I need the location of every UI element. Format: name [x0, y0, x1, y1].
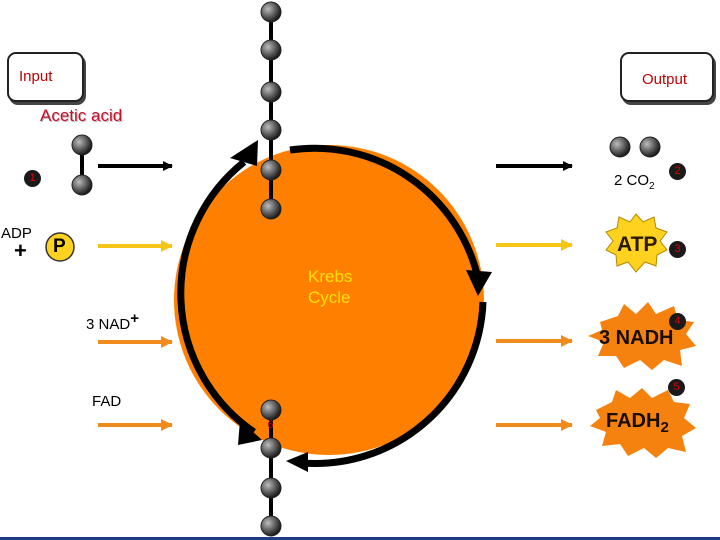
fadh2-subscript: 2 — [660, 419, 668, 436]
output-box: Output — [620, 52, 714, 102]
acetic-acid-molecule — [72, 135, 92, 195]
co2-text: 2 CO — [614, 172, 649, 189]
nad-label: 3 NAD+ — [86, 310, 139, 333]
atp-label: ATP — [617, 233, 657, 257]
step-badge-4: 4 — [669, 313, 686, 330]
step-badge-1: 1 — [24, 170, 41, 187]
nadh-label: 3 NADH — [599, 327, 673, 350]
krebs-cycle-line1: Krebs — [308, 266, 352, 287]
krebs-cycle-line2: Cycle — [308, 287, 352, 308]
cycle-arrowhead-bottom — [286, 452, 308, 472]
krebs-cycle-label: Krebs Cycle — [308, 266, 352, 308]
nad-text: 3 NAD — [86, 316, 130, 333]
plus-sign: + — [14, 240, 27, 262]
fadh2-text: FADH — [606, 410, 660, 432]
co2-molecules — [610, 137, 660, 157]
fadh2-label: FADH2 — [606, 410, 669, 436]
acetic-acid-label: Acetic acid — [40, 106, 122, 126]
step-badge-3: 3 — [669, 241, 686, 258]
input-label: Input — [19, 68, 52, 85]
output-label: Output — [642, 71, 687, 88]
step-badge-5: 5 — [668, 379, 685, 396]
fad-label: FAD — [92, 393, 121, 410]
co2-subscript: 2 — [649, 181, 655, 192]
co2-label: 2 CO2 — [614, 172, 655, 192]
nad-charge: + — [130, 310, 139, 327]
phosphate-label: P — [53, 236, 66, 258]
step-badge-6: 6 — [262, 417, 279, 434]
step-badge-2: 2 — [669, 163, 686, 180]
input-box: Input — [7, 52, 84, 102]
